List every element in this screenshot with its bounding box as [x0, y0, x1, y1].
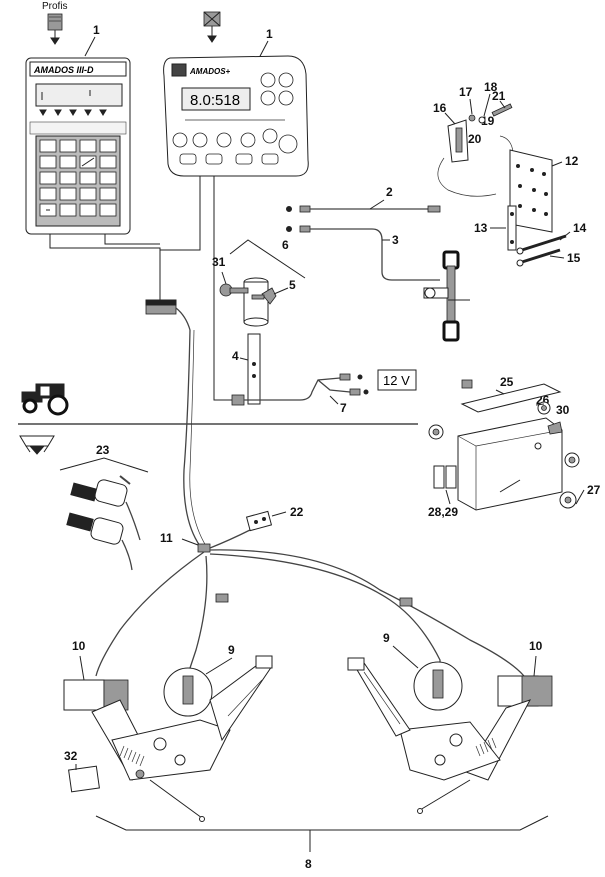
plug-kit-23 — [66, 475, 141, 571]
callout-31: 31 — [212, 255, 226, 269]
callout-15: 15 — [567, 251, 581, 265]
profis-sensor-icon — [47, 13, 63, 45]
cable-2 — [286, 199, 441, 213]
amados-plus-display: 8.0:518 — [190, 92, 240, 109]
callout-8: 8 — [305, 857, 312, 871]
callout-2829: 28,29 — [428, 505, 458, 519]
amados-plus-brand: AMADOS+ — [189, 67, 231, 76]
callout-5: 5 — [289, 278, 296, 292]
callout-22: 22 — [290, 505, 304, 519]
callout-13: 13 — [474, 221, 488, 235]
callout-11: 11 — [160, 531, 173, 545]
callout-6: 6 — [282, 238, 289, 252]
callout-1-right: 1 — [266, 27, 273, 41]
cable-3 — [286, 225, 440, 281]
callout-32: 32 — [64, 749, 78, 763]
callout-25: 25 — [500, 375, 514, 389]
callout-10-left: 10 — [72, 639, 86, 653]
callout-9-left: 9 — [228, 643, 235, 657]
crossed-out-icon — [203, 11, 221, 43]
power-cable-7 — [231, 373, 369, 406]
callout-14: 14 — [573, 221, 587, 235]
callout-16: 16 — [433, 101, 447, 115]
main-harness-11 — [95, 329, 525, 681]
mounting-bracket-assembly — [437, 93, 571, 267]
callout-8-bracket — [95, 815, 549, 852]
right-drive-assembly — [347, 645, 553, 814]
callout-10-right: 10 — [529, 639, 543, 653]
callout-27: 27 — [587, 483, 601, 497]
spreader-icon — [19, 435, 55, 455]
callout-30: 30 — [556, 403, 570, 417]
tractor-icon — [21, 383, 69, 416]
callout-23: 23 — [96, 443, 110, 457]
callout-7: 7 — [340, 401, 347, 415]
profis-label: Profis — [42, 1, 68, 12]
callout-9-right: 9 — [383, 631, 390, 645]
sensor-housing-assembly — [428, 379, 585, 511]
bracket-4 — [239, 333, 261, 405]
holder-assembly — [219, 271, 289, 327]
wheel-sensor-assembly — [423, 250, 470, 342]
callout-1-left: 1 — [93, 23, 100, 37]
callout-4: 4 — [232, 349, 239, 363]
main-connector-plug — [145, 299, 191, 331]
callout-3: 3 — [392, 233, 399, 247]
left-drive-assembly — [63, 655, 273, 822]
callout-21: 21 — [492, 89, 506, 103]
callout-2: 2 — [386, 185, 393, 199]
amados-iii-d-brand: AMADOS III-D — [33, 65, 94, 75]
callout-17: 17 — [459, 85, 473, 99]
battery-label: 12 V — [383, 373, 410, 388]
amados-iii-d-terminal: AMADOS III-D — [25, 57, 131, 235]
battery-12v: 12 V — [377, 369, 417, 391]
callout-20: 20 — [468, 132, 482, 146]
callout-12: 12 — [565, 154, 579, 168]
amados-plus-terminal: AMADOS+ 8.0:518 — [163, 55, 309, 177]
terminal-cables — [49, 176, 232, 401]
callout-18: 18 — [484, 80, 498, 94]
